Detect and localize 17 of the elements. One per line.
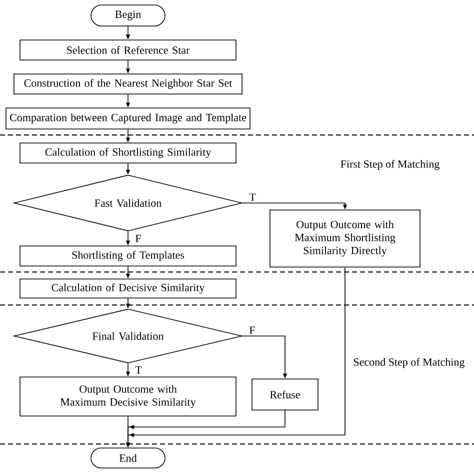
process-box: Output Outcome with Maximum Shortlisting Similarity Directly (270, 210, 420, 268)
edge-label: T (134, 365, 143, 375)
process-box: Calculation of Shortlisting Similarity (20, 142, 236, 164)
stage-label: Second Step of Matching (354, 358, 465, 368)
process-box: Output Outcome with Maximum Decisive Similarity (20, 376, 236, 416)
process-box: Comparation between Captured Image and Template (6, 108, 250, 130)
edge-label: T (248, 192, 257, 202)
edge-label: F (248, 326, 256, 335)
process-box: Refuse (252, 378, 318, 410)
process-box: Construction of the Nearest Neighbor Star Set (14, 74, 242, 94)
process-box: Selection of Reference Star (20, 40, 236, 60)
process-box: Calculation of Decisive Similarity (20, 278, 236, 298)
process-box: Shortlisting of Templates (20, 246, 236, 266)
terminal-box: Begin (90, 4, 166, 26)
edge-label: F (134, 234, 142, 244)
terminal-box: End (90, 448, 166, 468)
stage-label: First Step of Matching (340, 160, 440, 170)
